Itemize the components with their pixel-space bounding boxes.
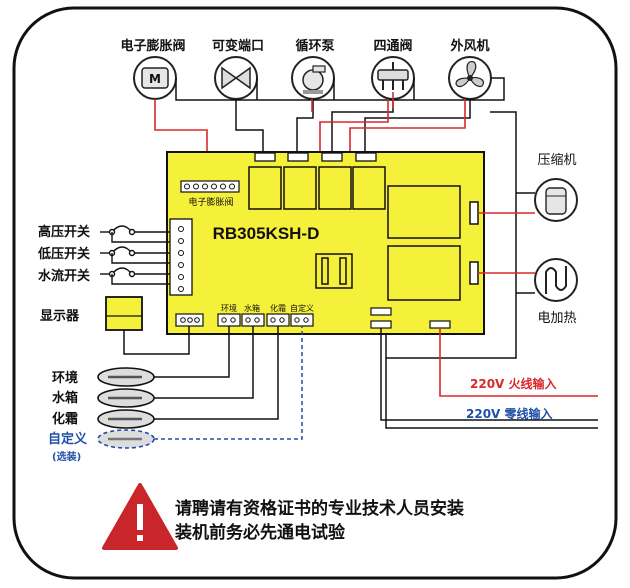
custom-sensor-note: (选装) <box>52 450 81 463</box>
sensor-wires <box>154 326 279 420</box>
warning-line-1: 请聘请有资格证书的专业技术人员安装 <box>175 498 464 519</box>
sensor-label-ambient: 环境 <box>52 370 78 386</box>
warning-triangle-icon <box>102 483 178 550</box>
heater-icon <box>534 258 578 302</box>
live-wire <box>439 328 598 397</box>
four-way-valve-icon <box>371 56 415 100</box>
pump-icon <box>291 56 335 100</box>
center-component <box>315 253 353 289</box>
outer-frame <box>12 6 618 580</box>
port-label-defrost: 化霜 <box>270 303 286 313</box>
fourway-red-wire-2 <box>319 99 389 153</box>
valve-icon <box>214 56 258 100</box>
top-wires <box>175 77 517 359</box>
switch-terminal-block <box>169 218 193 296</box>
sensor-probes <box>97 367 155 429</box>
sensor-connectors <box>217 313 314 327</box>
control-board <box>166 151 485 335</box>
compressor-icon <box>534 178 578 222</box>
fan-icon <box>448 56 492 100</box>
switch-wires <box>100 225 170 285</box>
port-label-tank: 水箱 <box>244 303 260 313</box>
display-wire <box>123 326 190 355</box>
relays <box>248 166 386 210</box>
neutral-input-label: 220V 零线输入 <box>466 406 553 421</box>
switch-label-high-pressure: 高压开关 <box>38 224 90 240</box>
right-black-wires <box>516 192 535 294</box>
power-relays <box>387 185 479 301</box>
right-red-wires <box>478 212 535 274</box>
switch-label-low-pressure: 低压开关 <box>37 246 90 262</box>
compressor-label: 压缩机 <box>537 152 576 168</box>
board-model: RB305KSH-D <box>213 224 320 243</box>
port-label-ambient: 环境 <box>221 303 237 313</box>
switch-label-water-flow: 水流开关 <box>38 268 90 284</box>
top-connectors <box>254 152 377 162</box>
neutral-wire-extra <box>380 328 598 421</box>
custom-sensor-label: 自定义 <box>48 431 88 447</box>
top-label-pump: 循环泵 <box>295 38 334 54</box>
heater-label: 电加热 <box>537 311 576 326</box>
warning-line-2: 装机前务必先通电试验 <box>174 522 346 543</box>
neutral-wire <box>385 358 598 429</box>
top-label-four-way-valve: 四通阀 <box>373 38 412 54</box>
display-connector <box>175 313 204 327</box>
display-label: 显示器 <box>40 309 80 324</box>
top-label-variable-port: 可变端口 <box>212 38 264 54</box>
display-icon <box>105 296 143 331</box>
sensor-label-defrost: 化霜 <box>52 411 78 427</box>
motor-icon-letter: M <box>149 72 161 86</box>
sensor-connector-pins <box>221 317 309 323</box>
motor-icon: M <box>133 56 177 100</box>
fan-red-wire <box>349 99 466 153</box>
sensor-label-tank: 水箱 <box>52 390 78 406</box>
live-input-label: 220V 火线输入 <box>470 376 557 391</box>
top-label-exv: 电子膨胀阀 <box>120 38 185 54</box>
exv-connector-label: 电子膨胀阀 <box>188 196 233 208</box>
custom-sensor-wire <box>154 326 303 440</box>
top-label-fan: 外风机 <box>449 38 489 54</box>
port-label-custom: 自定义 <box>290 303 314 313</box>
exv-connector <box>180 180 240 193</box>
